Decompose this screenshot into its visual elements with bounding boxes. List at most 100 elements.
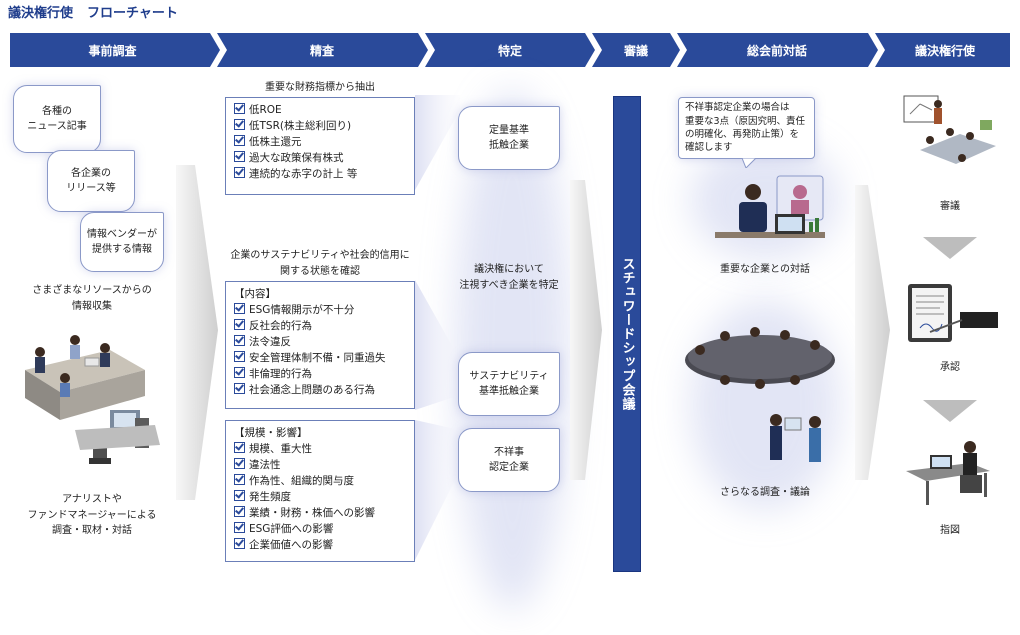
scale-item-label: 規模、重大性: [249, 443, 312, 455]
instruction-illustration: [906, 441, 990, 505]
check-icon: [234, 119, 245, 130]
caption-further-research: さらなる調査・議論: [720, 487, 810, 498]
scale-item-label: 発生頻度: [249, 491, 291, 503]
content-item-label: 安全管理体制不備・同重過失: [249, 352, 386, 364]
stage-deliberation: 審議: [623, 43, 648, 58]
stage-dialogue: 総会前対話: [746, 43, 807, 58]
scale-item-label: 業績・財務・株価への影響: [249, 507, 375, 519]
fin-item-label: 連続的な赤字の計上 等: [249, 168, 358, 180]
check-icon: [234, 167, 245, 178]
fin-item-label: 低ROE: [249, 104, 282, 116]
identify-glow: [455, 90, 570, 610]
content-item: 社会通念上問題のある行為: [234, 382, 406, 398]
scale-item-label: ESG評価への影響: [249, 523, 334, 535]
scale-item: 企業価値への影響: [234, 537, 406, 553]
fin-item-label: 低TSR(株主総利回り): [249, 120, 352, 132]
down-arrow-icon: [923, 237, 977, 259]
content-item-label: 反社会的行為: [249, 320, 312, 332]
check-icon: [234, 506, 245, 517]
content-criteria-box: 【内容】 ESG情報開示が不十分 反社会的行為 法令違反 安全管理体制不備・同重…: [225, 281, 415, 409]
caption-important-dialogue: 重要な企業との対話: [720, 264, 810, 275]
scale-item-label: 企業価値への影響: [249, 539, 333, 551]
conference-illustration: [685, 327, 835, 462]
content-item: 安全管理体制不備・同重過失: [234, 350, 406, 366]
sustainability-criteria-box: サステナビリティ 基準抵触企業: [458, 352, 560, 416]
fin-item: 連続的な赤字の計上 等: [234, 166, 406, 182]
caption-analyst-research: アナリストや ファンドマネージャーによる 調査・取材・対話: [27, 494, 157, 536]
scale-criteria-box: 【規模・影響】 規模、重大性 違法性 作為性、組織的関与度 発生頻度 業績・財務…: [225, 420, 415, 562]
identify-caption: 議決権において 注視すべき企業を特定: [459, 264, 559, 291]
content-item: ESG情報開示が不十分: [234, 302, 406, 318]
video-call-illustration: [715, 175, 825, 238]
bubble-vendor: 情報ベンダーが 提供する情報: [80, 212, 164, 272]
stage-identify: 特定: [497, 43, 522, 58]
stewardship-meeting-bar: スチュワードシップ会議: [613, 96, 641, 572]
title-sub: フローチャート: [87, 6, 178, 21]
financial-criteria-box: 低ROE 低TSR(株主総利回り) 低株主還元 過大な政策保有株式 連続的な赤字…: [225, 97, 415, 195]
check-icon: [234, 367, 245, 378]
scale-item: ESG評価への影響: [234, 521, 406, 537]
stage-pre-research: 事前調査: [88, 43, 137, 58]
content-item: 反社会的行為: [234, 318, 406, 334]
stage-header: 事前調査 精査 特定 審議 総会前対話 議決権行使: [10, 33, 1010, 67]
stage-voting: 議決権行使: [914, 43, 975, 58]
content-item-label: 法令違反: [249, 336, 291, 348]
down-arrow-icon: [923, 400, 977, 422]
bubble-news: 各種の ニュース記事: [13, 85, 101, 153]
stage-review: 精査: [309, 43, 334, 58]
deliberation-illustration: [903, 95, 996, 164]
fin-item-label: 過大な政策保有株式: [249, 152, 344, 164]
review-heading-sustainability: 企業のサステナビリティや社会的信用に 関する状態を確認: [230, 250, 410, 277]
dialogue-note-bubble: 不祥事認定企業の場合は 重要な3点（原因究明、責任 の明確化、再発防止策）を 確…: [678, 97, 815, 159]
scale-label: 【規模・影響】: [234, 427, 308, 439]
content-item-label: ESG情報開示が不十分: [249, 304, 355, 316]
check-icon: [234, 135, 245, 146]
voting-step-approval: 承認: [940, 362, 960, 373]
content-label: 【内容】: [234, 288, 276, 300]
check-icon: [234, 458, 245, 469]
check-icon: [234, 335, 245, 346]
approval-illustration: [908, 284, 998, 342]
fin-item: 過大な政策保有株式: [234, 150, 406, 166]
check-icon: [234, 319, 245, 330]
check-icon: [234, 474, 245, 485]
scale-item-label: 違法性: [249, 459, 281, 471]
fin-item: 低株主還元: [234, 134, 406, 150]
voting-step-deliberation: 審議: [940, 201, 960, 212]
title-main: 議決権行使: [8, 6, 74, 21]
bubble-tail: [742, 158, 756, 168]
review-heading-financial: 重要な財務指標から抽出: [265, 82, 375, 93]
scandal-company-box: 不祥事 認定企業: [458, 428, 560, 492]
caption-info-collection: さまざまなリソースからの 情報収集: [32, 285, 152, 312]
voting-step-instruction: 指図: [940, 525, 960, 536]
check-icon: [234, 151, 245, 162]
scale-item: 規模、重大性: [234, 441, 406, 457]
check-icon: [234, 442, 245, 453]
bubble-releases: 各企業の リリース等: [47, 150, 135, 212]
fin-item: 低ROE: [234, 102, 406, 118]
stage-chevrons: [10, 33, 1010, 67]
fin-item: 低TSR(株主総利回り): [234, 118, 406, 134]
content-item: 非倫理的行為: [234, 366, 406, 382]
check-icon: [234, 490, 245, 501]
content-item: 法令違反: [234, 334, 406, 350]
check-icon: [234, 538, 245, 549]
check-icon: [234, 383, 245, 394]
scale-item: 業績・財務・株価への影響: [234, 505, 406, 521]
scale-item: 違法性: [234, 457, 406, 473]
content-item-label: 非倫理的行為: [249, 368, 312, 380]
check-icon: [234, 303, 245, 314]
check-icon: [234, 522, 245, 533]
dialogue-glow-2: [690, 300, 840, 510]
check-icon: [234, 351, 245, 362]
check-icon: [234, 103, 245, 114]
fin-item-label: 低株主還元: [249, 136, 302, 148]
page-title: 議決権行使フローチャート: [8, 2, 178, 21]
meeting-illustration: [25, 335, 160, 464]
quantitative-criteria-box: 定量基準 抵触企業: [458, 106, 560, 170]
content-item-label: 社会通念上問題のある行為: [249, 384, 375, 396]
scale-item-label: 作為性、組織的関与度: [249, 475, 354, 487]
scale-item: 発生頻度: [234, 489, 406, 505]
scale-item: 作為性、組織的関与度: [234, 473, 406, 489]
